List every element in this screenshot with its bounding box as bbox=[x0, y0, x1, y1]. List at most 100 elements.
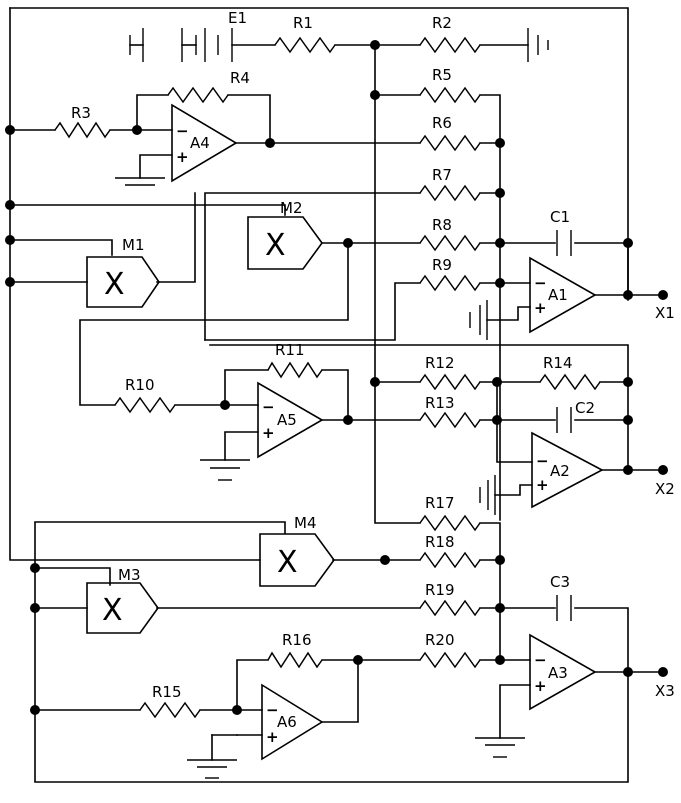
label-a2: A2 bbox=[550, 462, 570, 480]
junction-dot bbox=[5, 200, 15, 210]
junction-dot bbox=[495, 238, 505, 248]
symbol-m1: X bbox=[104, 267, 125, 302]
label-r11: R11 bbox=[275, 341, 305, 359]
sign-a6-minus: − bbox=[266, 701, 279, 719]
sign-a4-plus: + bbox=[176, 148, 189, 166]
sign-a1-minus: − bbox=[534, 274, 547, 292]
junction-dot bbox=[495, 555, 505, 565]
capacitor-c1 bbox=[557, 230, 571, 256]
wire-node-vertical bbox=[375, 45, 420, 523]
label-a4: A4 bbox=[190, 134, 210, 152]
sign-a5-minus: − bbox=[262, 398, 275, 416]
junction-dot bbox=[495, 188, 505, 198]
junction-dot bbox=[495, 278, 505, 288]
resistor-r6 bbox=[420, 136, 480, 150]
wire-c3 bbox=[500, 608, 628, 672]
resistor-r4 bbox=[168, 88, 228, 102]
junction-dot bbox=[623, 377, 633, 387]
ground-a2 bbox=[480, 475, 495, 515]
label-r13: R13 bbox=[425, 394, 455, 412]
ground-a5 bbox=[200, 460, 250, 480]
wire-a3-plus bbox=[500, 685, 530, 738]
label-m4: M4 bbox=[294, 514, 317, 532]
resistor-r19 bbox=[420, 601, 480, 615]
capacitor-c3 bbox=[557, 595, 571, 621]
wire-a2-minus bbox=[497, 382, 532, 462]
label-r3: R3 bbox=[71, 104, 91, 122]
label-c1: C1 bbox=[550, 208, 570, 226]
junction-dot bbox=[370, 377, 380, 387]
resistor-r1 bbox=[275, 38, 335, 52]
junction-dot bbox=[623, 238, 633, 248]
capacitor-c2 bbox=[557, 407, 571, 433]
resistor-r13 bbox=[420, 413, 480, 427]
label-a1: A1 bbox=[548, 286, 568, 304]
wire-left-rail bbox=[10, 8, 260, 560]
junction-dot bbox=[495, 138, 505, 148]
junction-dot bbox=[495, 655, 505, 665]
resistor-r11 bbox=[268, 363, 322, 377]
label-a6: A6 bbox=[277, 713, 297, 731]
label-r4: R4 bbox=[230, 69, 250, 87]
junction-dot bbox=[495, 603, 505, 613]
sign-a4-minus: − bbox=[176, 122, 189, 140]
wire-m2-top-in bbox=[10, 205, 285, 215]
wire-a5-plus bbox=[225, 432, 258, 460]
junction-dot bbox=[492, 377, 502, 387]
junction-dot bbox=[132, 125, 142, 135]
resistor-r7 bbox=[420, 186, 480, 200]
junction-dot bbox=[623, 465, 633, 475]
resistor-r5 bbox=[420, 88, 480, 102]
wire-r17-r18-bus bbox=[480, 523, 500, 660]
junction-dot bbox=[623, 290, 633, 300]
sign-a5-plus: + bbox=[262, 424, 275, 442]
junction-dot bbox=[623, 667, 633, 677]
sign-a6-plus: + bbox=[266, 728, 279, 746]
junction-dot bbox=[492, 415, 502, 425]
resistor-r16 bbox=[268, 653, 322, 667]
resistor-r18 bbox=[420, 553, 480, 567]
label-x3: X3 bbox=[655, 682, 675, 700]
junction-dot bbox=[265, 138, 275, 148]
label-r6: R6 bbox=[432, 114, 452, 132]
junction-dot bbox=[343, 238, 353, 248]
resistor-r9 bbox=[420, 276, 480, 290]
resistor-r20 bbox=[420, 653, 480, 667]
resistor-r3 bbox=[55, 123, 110, 137]
sign-a3-minus: − bbox=[534, 651, 547, 669]
wire-r5-bus bbox=[375, 95, 500, 520]
wire-m1-out bbox=[157, 193, 195, 282]
wire-r9 bbox=[205, 283, 500, 340]
junction-dot bbox=[30, 705, 40, 715]
junction-dot bbox=[658, 667, 668, 677]
label-r18: R18 bbox=[425, 533, 455, 551]
junction-dot bbox=[5, 277, 15, 287]
junction-dot bbox=[5, 125, 15, 135]
symbol-m2: X bbox=[265, 228, 286, 263]
label-m2: M2 bbox=[280, 199, 303, 217]
label-r8: R8 bbox=[432, 216, 452, 234]
battery-e1 bbox=[130, 28, 232, 62]
label-r1: R1 bbox=[293, 14, 313, 32]
wire-a1-plus bbox=[487, 307, 530, 320]
ground-a3 bbox=[475, 738, 525, 757]
junction-dot bbox=[353, 655, 363, 665]
wire-a6-out bbox=[322, 660, 358, 722]
junction-dot bbox=[220, 400, 230, 410]
wire-m4-top-in bbox=[35, 522, 285, 568]
label-a3: A3 bbox=[548, 664, 568, 682]
label-c2: C2 bbox=[575, 399, 595, 417]
symbol-m4: X bbox=[277, 545, 298, 580]
wire-a4-plus bbox=[140, 155, 172, 178]
label-r14: R14 bbox=[543, 354, 573, 372]
junction-dot bbox=[658, 465, 668, 475]
label-a5: A5 bbox=[277, 411, 297, 429]
junction-dot bbox=[380, 555, 390, 565]
resistor-r2 bbox=[420, 38, 480, 52]
resistor-r8 bbox=[420, 236, 480, 250]
ground-a4 bbox=[115, 178, 165, 185]
ground-a1 bbox=[470, 300, 487, 340]
label-e1: E1 bbox=[228, 9, 247, 27]
wire-bottom-rail bbox=[35, 568, 628, 782]
